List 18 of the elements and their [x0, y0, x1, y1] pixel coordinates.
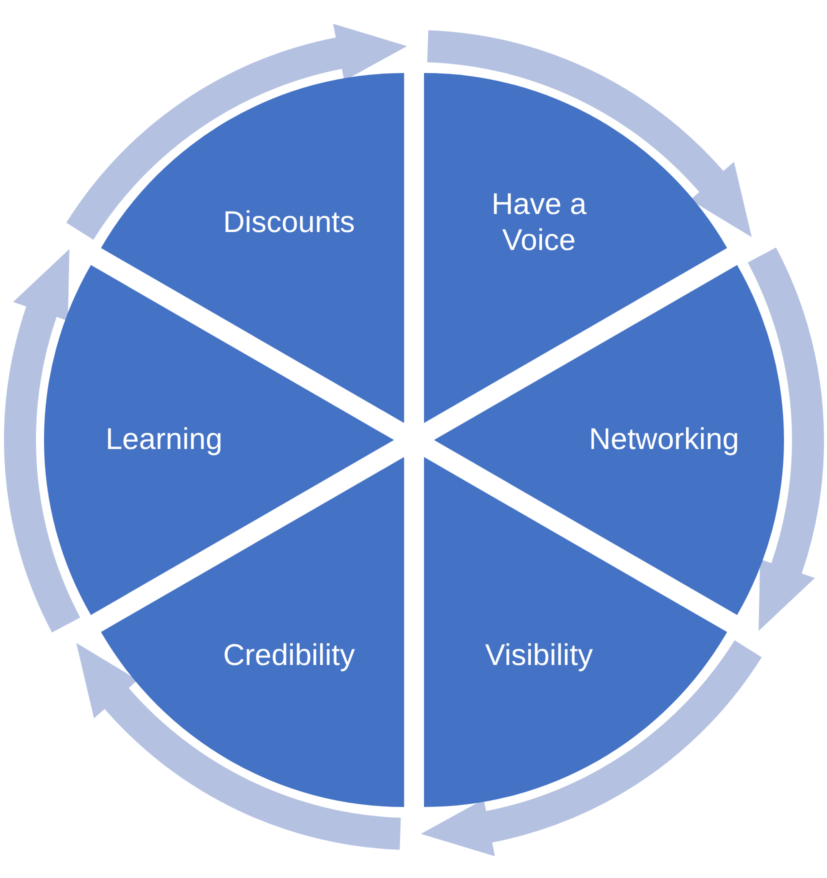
curved-arrow: [4, 249, 80, 632]
curved-arrow: [420, 640, 762, 856]
pie-segment: [424, 457, 728, 808]
segment-label: Discounts: [223, 205, 355, 242]
curved-arrow: [427, 30, 752, 238]
segment-label: Have a Voice: [490, 187, 588, 260]
curved-arrow: [748, 248, 824, 631]
curved-arrow: [76, 642, 401, 850]
segment-label: Learning: [106, 422, 222, 458]
pie-segment: [100, 72, 404, 423]
pie-segment: [424, 72, 728, 423]
segment-label: Networking: [589, 422, 739, 458]
curved-arrow: [66, 24, 408, 240]
segment-label: Visibility: [485, 638, 593, 674]
pie-segment: [100, 457, 404, 808]
pie-segment: [44, 265, 394, 615]
segment-label: Credibility: [223, 638, 355, 674]
pie-segment: [434, 265, 784, 615]
